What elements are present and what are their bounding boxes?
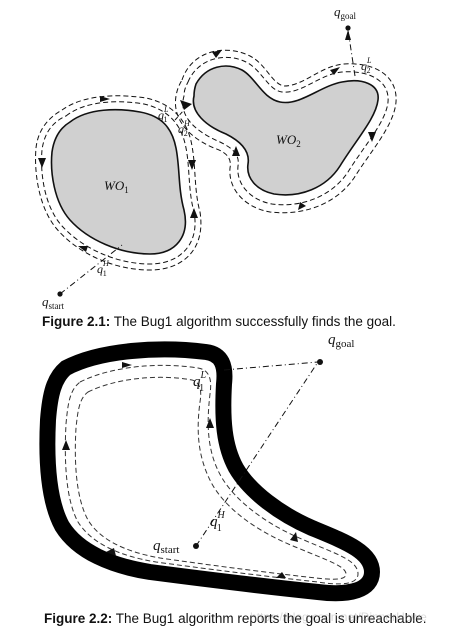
boundary-following-path xyxy=(64,364,359,585)
wo2-boundary-path-outer xyxy=(174,49,397,214)
start-to-q1H-line xyxy=(59,244,123,295)
arrowhead xyxy=(330,67,340,75)
arrowhead xyxy=(100,96,110,102)
caption-label: Figure 2.1: xyxy=(42,314,111,329)
q-goal-label: qgoal xyxy=(334,4,356,21)
wo1-boundary-path xyxy=(41,101,196,265)
figure-2-2-caption: Figure 2.2: The Bug1 algorithm reports t… xyxy=(44,611,426,626)
enclosing-wall xyxy=(39,341,380,602)
obstacle-wo1 xyxy=(50,108,187,255)
wo2-boundary-path xyxy=(182,56,389,206)
arrowhead xyxy=(62,440,70,450)
arrowhead xyxy=(190,208,198,218)
arrowhead xyxy=(188,160,196,170)
watermark-text: https://blog.csdn.net/DinnerHowe xyxy=(250,610,427,624)
caption-text: The Bug1 algorithm successfully finds th… xyxy=(110,314,396,329)
figure-2-1-caption: Figure 2.1: The Bug1 algorithm successfu… xyxy=(42,314,396,329)
q-goal-point xyxy=(317,359,323,365)
q1L-to-q2H-line xyxy=(174,109,185,121)
arrowhead xyxy=(298,202,306,210)
arrowhead xyxy=(232,146,240,156)
q-start-label: qstart xyxy=(42,294,64,310)
wo2-label: WO2 xyxy=(276,132,301,149)
arrowhead xyxy=(290,532,298,542)
arrowhead xyxy=(180,100,192,110)
q-goal-point xyxy=(345,25,351,31)
arrowhead xyxy=(345,30,351,40)
arrowhead xyxy=(368,132,376,142)
caption-label: Figure 2.2: xyxy=(44,611,113,626)
q1L-to-goal-line xyxy=(223,361,319,371)
q-goal-label: qgoal xyxy=(328,336,354,350)
arrowhead xyxy=(78,246,88,252)
q-start-point xyxy=(57,291,63,297)
arrowhead xyxy=(212,50,222,58)
wo1-boundary-path-outer xyxy=(35,95,202,271)
wo1-label: WO1 xyxy=(104,178,129,195)
start-to-goal-line xyxy=(195,361,319,547)
arrowhead xyxy=(38,158,46,168)
caption-text: The Bug1 algorithm reports the goal is u… xyxy=(112,611,427,626)
obstacle-wo2 xyxy=(192,65,379,196)
arrowhead xyxy=(206,418,214,428)
boundary-following-path-inner xyxy=(74,376,347,580)
q-start-label: qstart xyxy=(153,538,179,556)
arrowhead xyxy=(122,362,132,368)
q-start-point xyxy=(193,543,199,549)
arrowhead xyxy=(106,548,116,556)
arrowhead xyxy=(276,572,286,578)
